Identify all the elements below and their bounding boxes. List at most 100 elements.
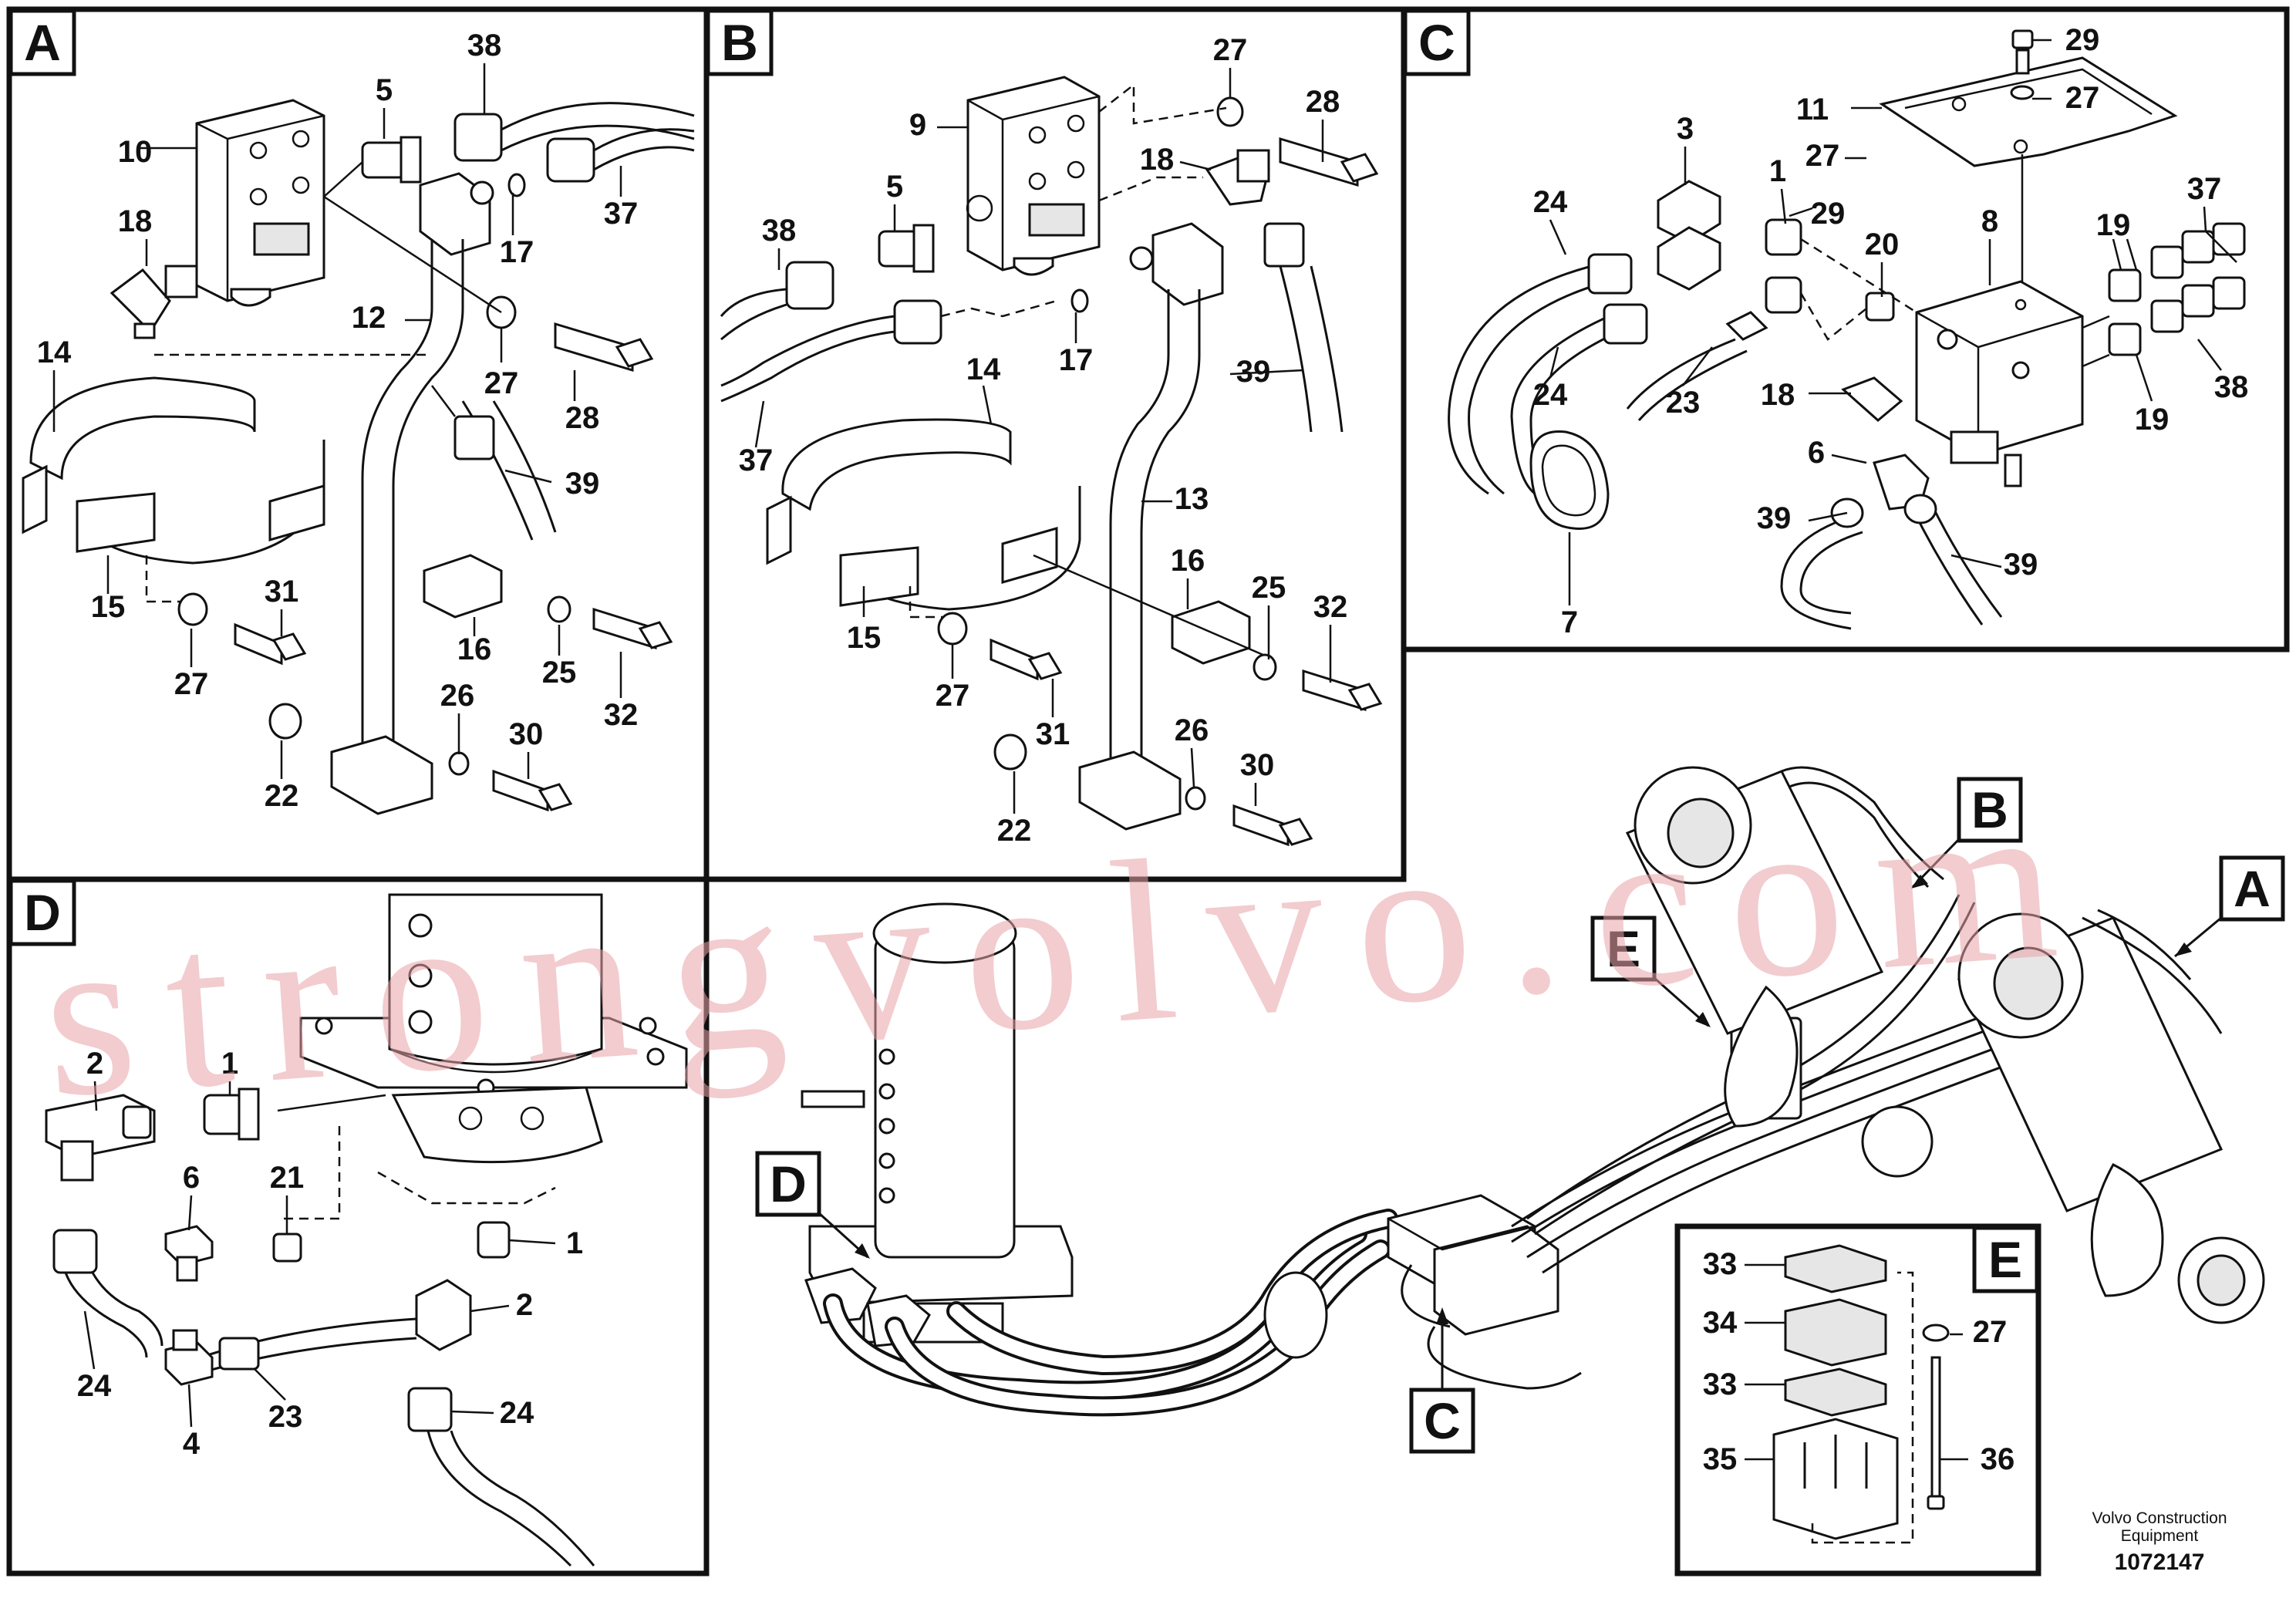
svg-text:24: 24 <box>500 1396 534 1430</box>
svg-text:13: 13 <box>1175 482 1209 516</box>
panel-d-frame <box>6 876 710 1576</box>
panel-d-labels: 2 1 6 21 1 2 24 23 24 4 <box>77 1047 583 1461</box>
svg-text:A: A <box>24 14 61 71</box>
svg-text:8: 8 <box>1981 204 1998 238</box>
svg-text:29: 29 <box>2065 23 2100 57</box>
svg-text:25: 25 <box>1252 571 1286 605</box>
svg-text:B: B <box>1971 781 2008 838</box>
svg-text:5: 5 <box>376 73 393 107</box>
svg-text:23: 23 <box>1666 386 1701 420</box>
svg-text:D: D <box>770 1155 807 1212</box>
svg-text:31: 31 <box>265 575 299 609</box>
svg-text:33: 33 <box>1703 1247 1738 1281</box>
svg-text:37: 37 <box>739 443 774 477</box>
panel-e-frame <box>1674 1223 2041 1576</box>
svg-text:32: 32 <box>1313 590 1348 624</box>
svg-text:11: 11 <box>1796 93 1829 126</box>
panel-c-drawing <box>1448 29 2246 630</box>
svg-text:27: 27 <box>174 667 209 701</box>
panel-b-tag: B <box>706 8 774 76</box>
svg-text:38: 38 <box>2214 370 2249 404</box>
svg-text:6: 6 <box>183 1161 200 1195</box>
panel-e-drawing <box>1772 1244 1950 1544</box>
company-name-line2: Equipment <box>2121 1527 2199 1545</box>
svg-text:6: 6 <box>1808 436 1825 470</box>
svg-text:17: 17 <box>1059 343 1094 377</box>
svg-text:27: 27 <box>1213 33 1248 67</box>
svg-text:2: 2 <box>86 1047 103 1081</box>
panel-c-labels: 29 11 27 27 3 29 1 24 20 8 37 19 24 23 1… <box>1533 23 2249 639</box>
panel-c-tag: C <box>1403 8 1471 76</box>
panel-c-frame <box>1401 6 2290 653</box>
svg-text:A: A <box>2234 860 2271 917</box>
svg-text:27: 27 <box>484 366 519 400</box>
svg-text:15: 15 <box>91 590 126 624</box>
svg-text:24: 24 <box>1533 185 1568 219</box>
drawing-number: 1072147 <box>2115 1549 2205 1575</box>
svg-text:5: 5 <box>886 170 903 204</box>
svg-text:21: 21 <box>270 1161 305 1195</box>
panel-a-tag: A <box>8 8 76 76</box>
svg-text:B: B <box>721 14 758 71</box>
svg-text:19: 19 <box>2096 208 2131 242</box>
svg-text:26: 26 <box>1175 713 1209 747</box>
svg-text:39: 39 <box>2004 548 2038 582</box>
svg-text:31: 31 <box>1036 717 1070 751</box>
svg-text:16: 16 <box>1171 544 1205 578</box>
svg-text:12: 12 <box>352 301 386 335</box>
svg-text:20: 20 <box>1865 228 1900 261</box>
svg-text:36: 36 <box>1981 1442 2015 1476</box>
svg-text:34: 34 <box>1703 1306 1738 1340</box>
svg-text:22: 22 <box>265 779 299 813</box>
panel-b-labels: 27 28 9 18 5 38 17 39 14 37 13 16 25 32 … <box>739 33 1348 848</box>
svg-text:38: 38 <box>762 214 797 248</box>
panel-e-labels: 33 34 33 35 27 36 <box>1703 1247 2015 1476</box>
svg-text:39: 39 <box>565 467 600 501</box>
svg-text:23: 23 <box>268 1400 303 1434</box>
svg-text:29: 29 <box>1811 197 1846 231</box>
panel-a-labels: 38 5 10 37 18 17 12 27 28 14 39 15 31 16… <box>37 29 639 813</box>
svg-text:17: 17 <box>500 235 534 269</box>
svg-text:24: 24 <box>1533 378 1568 412</box>
svg-text:14: 14 <box>966 352 1001 386</box>
svg-text:24: 24 <box>77 1369 112 1403</box>
svg-text:9: 9 <box>909 108 926 142</box>
svg-text:D: D <box>24 884 61 941</box>
svg-text:39: 39 <box>1757 501 1792 535</box>
svg-text:E: E <box>1607 920 1640 977</box>
svg-text:10: 10 <box>118 135 153 169</box>
svg-text:15: 15 <box>847 621 882 655</box>
svg-text:4: 4 <box>183 1427 201 1461</box>
svg-text:7: 7 <box>1561 605 1578 639</box>
svg-text:26: 26 <box>440 679 475 713</box>
svg-text:32: 32 <box>604 698 639 732</box>
title-block: Volvo Construction Equipment 1072147 <box>2092 1509 2227 1575</box>
panel-b-drawing <box>720 76 1383 847</box>
svg-text:27: 27 <box>1805 139 1840 173</box>
overview-assembly: A B C D E <box>755 766 2285 1454</box>
svg-text:18: 18 <box>118 204 153 238</box>
svg-text:37: 37 <box>604 197 639 231</box>
svg-text:30: 30 <box>1240 748 1275 782</box>
panel-d-tag: D <box>8 878 76 946</box>
svg-text:35: 35 <box>1703 1442 1738 1476</box>
svg-text:18: 18 <box>1140 143 1175 177</box>
svg-text:3: 3 <box>1677 112 1694 146</box>
svg-text:C: C <box>1424 1392 1461 1449</box>
panel-a-drawing <box>22 99 695 815</box>
svg-text:27: 27 <box>936 679 970 713</box>
svg-text:38: 38 <box>467 29 502 62</box>
svg-text:1: 1 <box>221 1047 238 1081</box>
svg-text:22: 22 <box>997 814 1032 848</box>
panel-e-tag: E <box>1972 1226 2039 1293</box>
svg-text:14: 14 <box>37 336 72 369</box>
svg-text:C: C <box>1418 14 1455 71</box>
svg-text:28: 28 <box>565 401 600 435</box>
svg-text:E: E <box>1988 1231 2022 1288</box>
company-name: Volvo Construction <box>2092 1509 2227 1527</box>
svg-text:18: 18 <box>1761 378 1795 412</box>
svg-text:25: 25 <box>542 656 577 690</box>
svg-text:27: 27 <box>2065 81 2100 115</box>
